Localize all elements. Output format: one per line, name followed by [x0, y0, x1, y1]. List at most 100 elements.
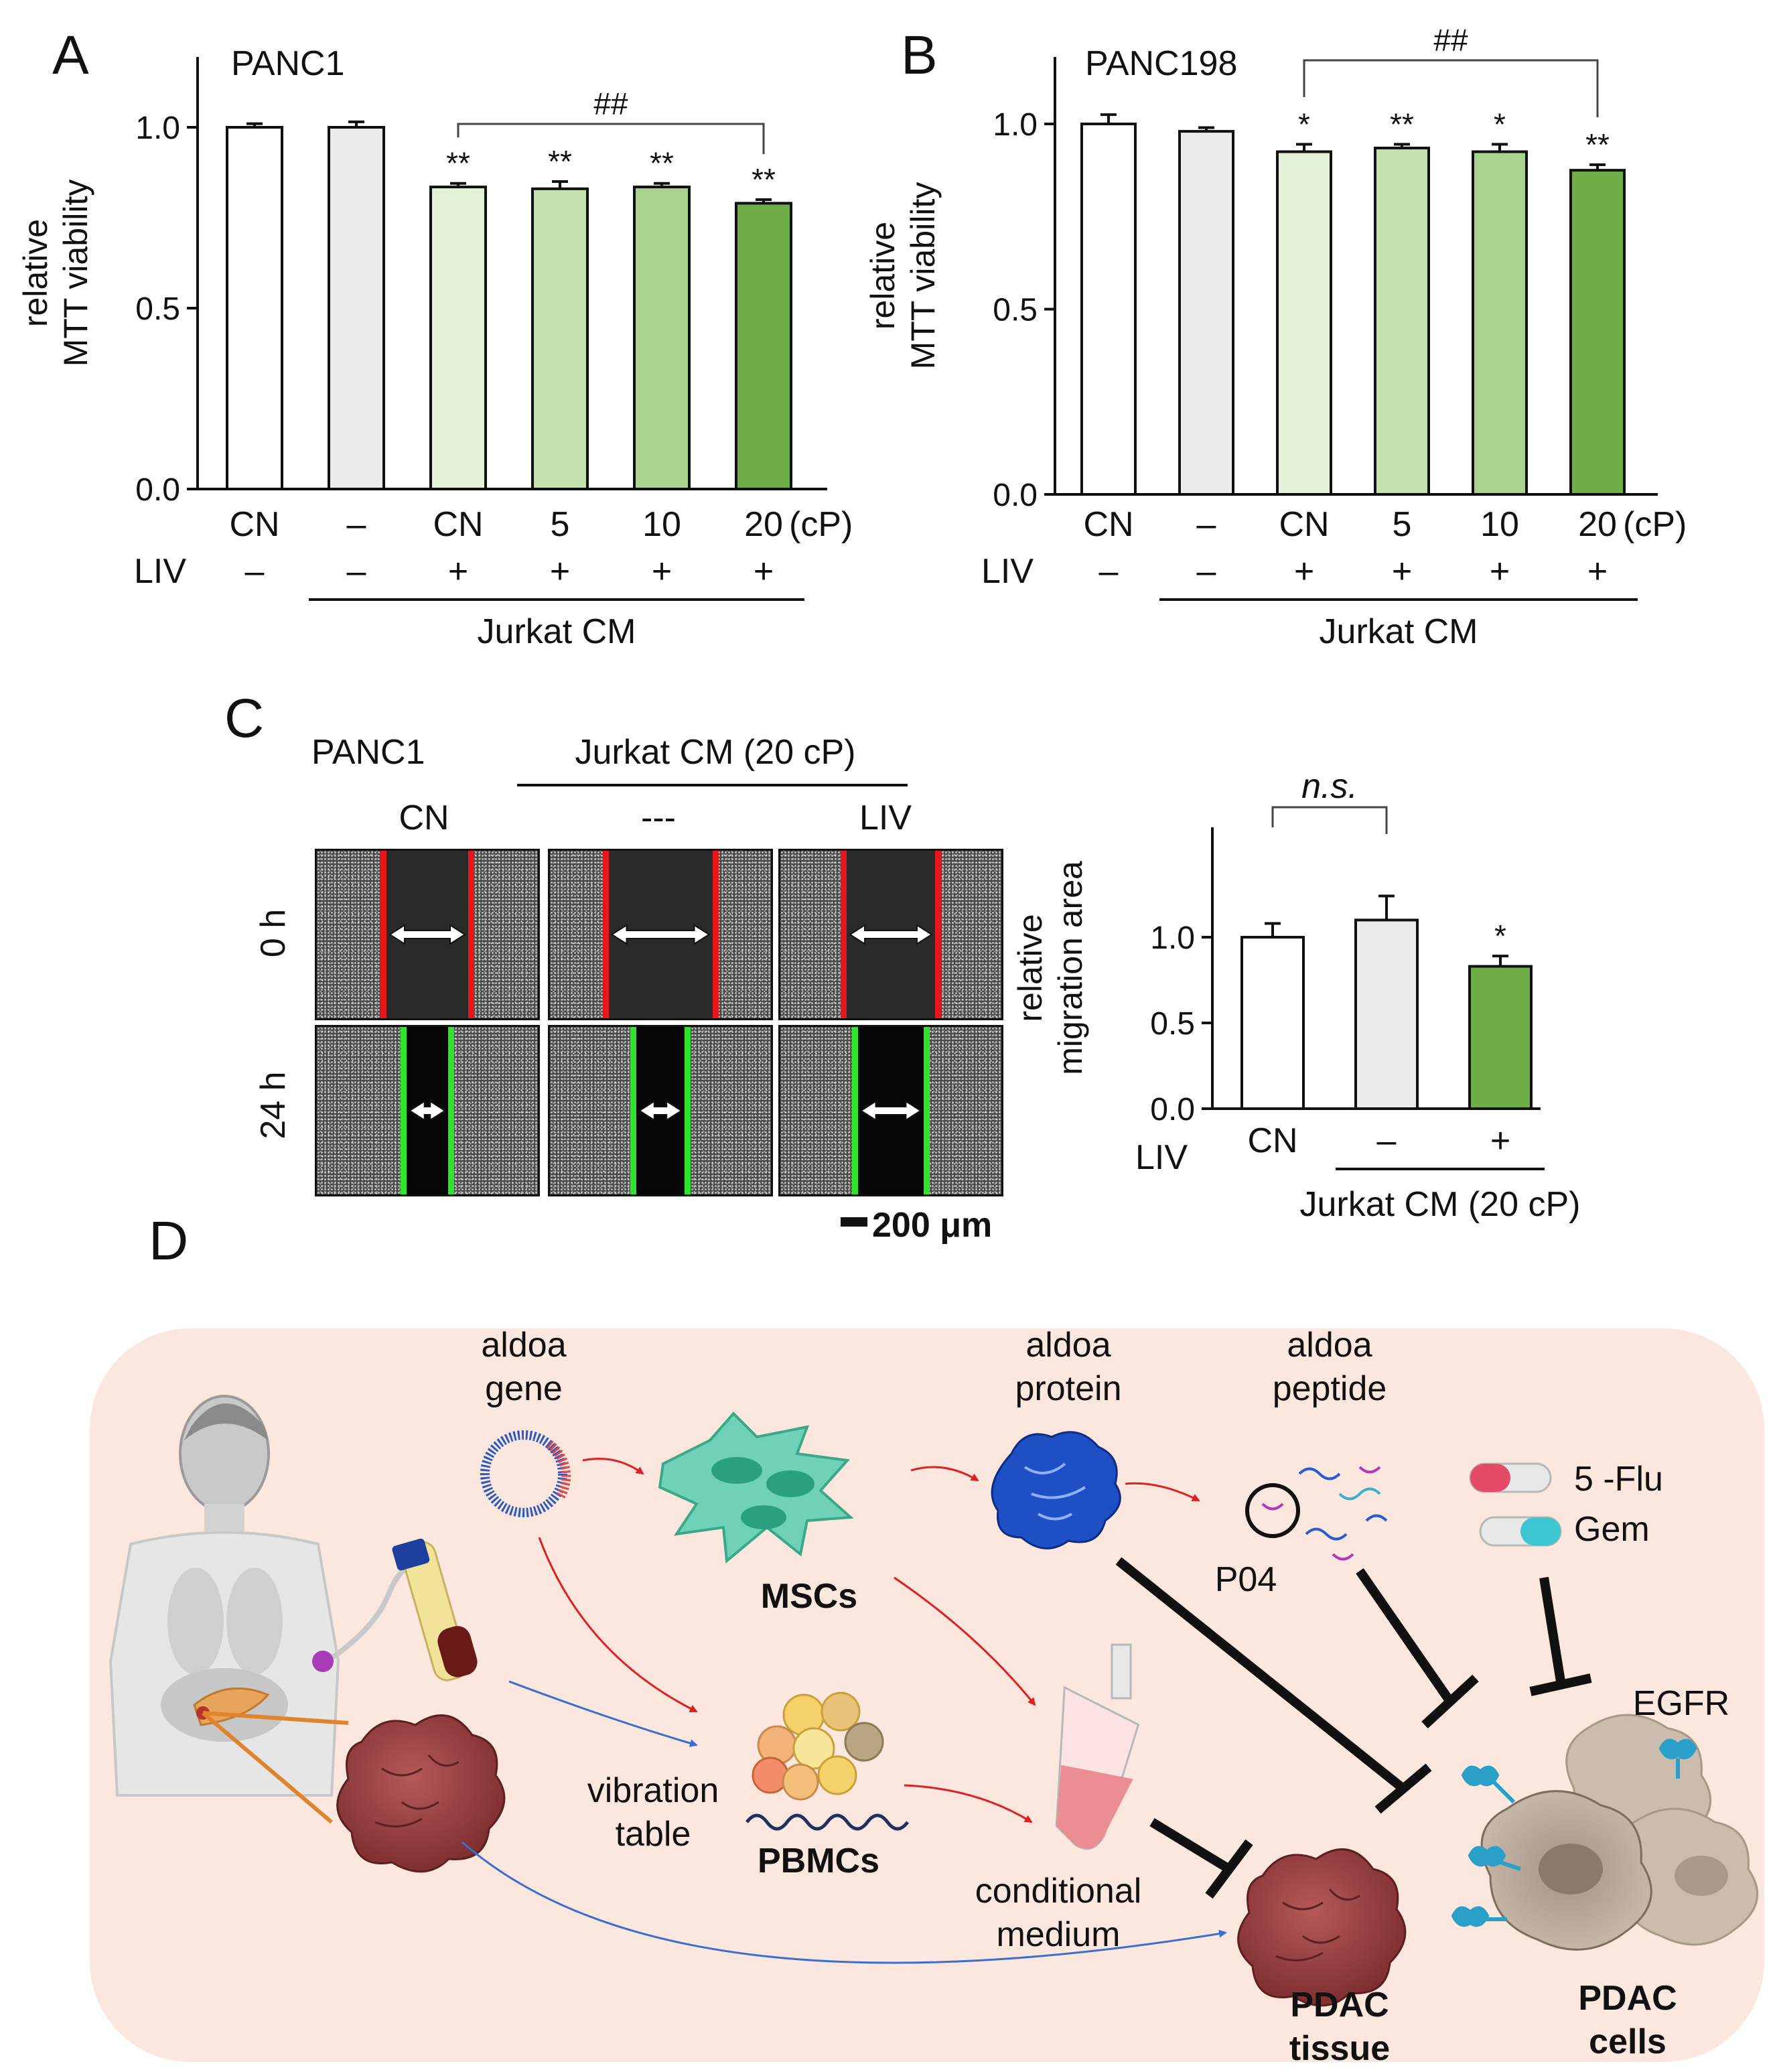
micro-row-0h: 0 h: [254, 909, 293, 957]
vibration-label-2: table: [616, 1815, 691, 1854]
x-tick-label: –: [1377, 1121, 1397, 1160]
bar: [531, 187, 589, 490]
aldoa-protein-icon: [991, 1431, 1121, 1549]
liv-marker: –: [245, 552, 265, 591]
conditional-medium-tube-icon: [1055, 1643, 1140, 1850]
bar: [735, 202, 792, 490]
scratch-edge-line: [468, 851, 474, 1018]
medium-label-1: conditional: [975, 1872, 1142, 1911]
blood-tube-icon: [312, 1538, 478, 1681]
scratch-edge-line: [602, 851, 609, 1018]
scratch-edge-line: [934, 851, 941, 1018]
y-tick-label: 0.5: [135, 291, 180, 327]
significance-bracket: [1303, 59, 1599, 117]
scratch-edge-line: [380, 851, 386, 1018]
msc-label: MSCs: [761, 1577, 857, 1616]
pbmc-cells-icon: [752, 1691, 884, 1801]
mechanism-diagram: aldoa gene MSCs aldoa protein aldo: [90, 1326, 1764, 2068]
significance-star: **: [650, 146, 674, 181]
double-arrow-icon: [610, 924, 711, 945]
micro-col-none: ---: [641, 799, 676, 837]
liv-marker: +: [1294, 552, 1314, 591]
medium-label-2: medium: [997, 1915, 1121, 1954]
micrograph-0h-1: [548, 849, 773, 1020]
group-label: Jurkat CM: [478, 612, 636, 651]
significance-star: *: [1494, 918, 1506, 953]
y-tick-label: 0.0: [1150, 1092, 1195, 1127]
significance-star: *: [1494, 107, 1506, 141]
scratch-edge-line: [685, 1027, 691, 1194]
chart-title: PANC1: [231, 44, 345, 83]
unit-label: (cP): [789, 505, 853, 544]
significance-star: **: [548, 144, 572, 179]
aldoa-peptide-label-1: aldoa: [1287, 1326, 1372, 1365]
inhibition-lines: [1115, 1557, 1592, 1899]
liv-marker: +: [754, 552, 774, 591]
blue-arrows: [462, 1680, 1227, 1964]
liv-marker: +: [550, 552, 570, 591]
micrograph-24h-2: [778, 1025, 1003, 1196]
aldoa-gene-label-2: gene: [485, 1369, 563, 1408]
aldoa-protein-label-2: protein: [1015, 1369, 1122, 1408]
egfr-label: EGFR: [1633, 1684, 1729, 1723]
scratch-edge-line: [448, 1027, 455, 1194]
bar: [1178, 130, 1234, 496]
group-label: Jurkat CM (20 cP): [1300, 1185, 1581, 1224]
bar: [429, 186, 487, 490]
bar: [1468, 965, 1533, 1111]
x-tick-label: 5: [1393, 505, 1412, 544]
liv-marker: –: [347, 552, 366, 591]
x-tick-label: CN: [433, 505, 483, 544]
vibration-label-1: vibration: [587, 1771, 719, 1810]
x-tick-label: 10: [642, 505, 681, 544]
pdac-tissue-label-2: tissue: [1289, 2029, 1390, 2068]
micro-cell-line: PANC1: [311, 733, 425, 772]
double-arrow-icon: [849, 924, 933, 945]
pdac-tissue-label-1: PDAC: [1290, 1986, 1389, 2024]
drug-5flu-label: 5 -Flu: [1574, 1460, 1663, 1499]
msc-cells-icon: [658, 1411, 854, 1564]
y-tick-label: 0.0: [135, 472, 180, 508]
bar: [1240, 936, 1305, 1110]
y-tick-label: 0.5: [993, 293, 1038, 328]
aldoa-gene-label-1: aldoa: [481, 1326, 566, 1365]
liv-marker: +: [1490, 552, 1510, 591]
y-tick-label: 1.0: [1150, 920, 1195, 956]
pdac-cells-icon: [1451, 1714, 1759, 1951]
y-tick-label: 0.5: [1150, 1006, 1195, 1042]
pdac-cells-label-2: cells: [1589, 2022, 1666, 2061]
double-arrow-icon: [408, 1100, 447, 1121]
bracket-label: ##: [1433, 23, 1468, 58]
bar: [1472, 150, 1528, 496]
aldoa-protein-label-1: aldoa: [1025, 1326, 1111, 1365]
human-figure-icon: [109, 1395, 340, 1797]
double-arrow-icon: [638, 1100, 683, 1121]
x-tick-label: 20: [744, 505, 783, 544]
liv-label: LIV: [134, 552, 186, 591]
x-tick-label: 5: [551, 505, 570, 544]
bar: [226, 126, 283, 490]
p04-label: P04: [1215, 1560, 1277, 1599]
bar: [633, 186, 691, 490]
scratch-edge-line: [400, 1027, 407, 1194]
liv-marker: +: [448, 552, 468, 591]
x-tick-label: –: [347, 505, 366, 544]
x-tick-label: 20: [1578, 505, 1617, 544]
significance-star: *: [1298, 107, 1310, 141]
significance-star: **: [752, 162, 776, 197]
y-axis-label: relativeMTT viability: [17, 180, 94, 367]
bracket-label: n.s.: [1301, 767, 1358, 806]
significance-star: **: [1390, 107, 1414, 141]
x-tick-label: CN: [229, 505, 279, 544]
scale-bar: [841, 1217, 867, 1227]
micrograph-24h-0: [315, 1025, 540, 1196]
scale-bar-label: 200 μm: [872, 1206, 992, 1245]
drug-pills-icon: [1469, 1462, 1562, 1547]
bracket-label: ##: [593, 86, 628, 121]
red-arrows: [538, 1458, 1200, 1823]
double-arrow-icon: [388, 924, 466, 945]
scratch-edge-line: [851, 1027, 858, 1194]
